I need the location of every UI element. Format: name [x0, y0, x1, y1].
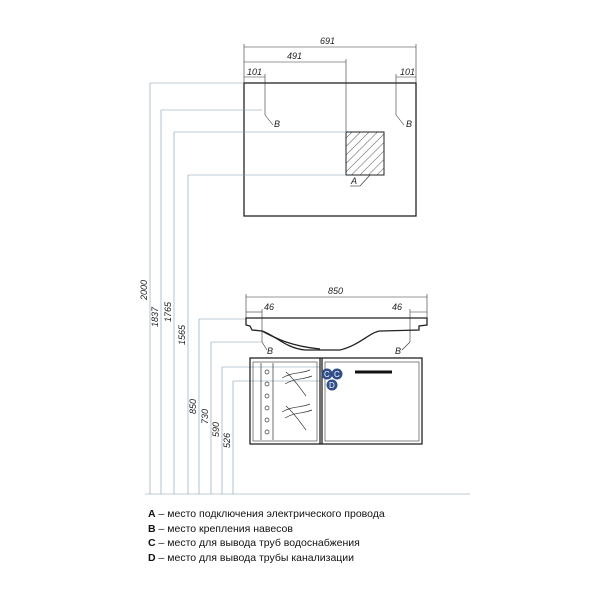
dim-height-730: 730 [200, 409, 210, 424]
marker-a: A [350, 176, 357, 186]
legend-item-a: A – место подключения электрического про… [148, 507, 385, 522]
dim-cabinet-right-margin: 46 [392, 302, 402, 312]
dim-height-1837: 1837 [150, 306, 160, 327]
legend-text: – место для вывода труб водоснабжения [155, 537, 360, 549]
marker-b-cabinet-right: B [395, 346, 401, 356]
marker-b-mirror-left: B [274, 119, 280, 129]
dim-mirror-width: 691 [320, 36, 335, 46]
dim-height-590: 590 [211, 422, 221, 437]
legend-text: – место для вывода трубы канализации [155, 551, 355, 564]
legend-item-b: B – место крепления навесов [148, 522, 385, 537]
marker-d-dot [326, 379, 338, 391]
sink-basin [261, 330, 321, 350]
marker-c-right: C [334, 370, 340, 379]
dim-height-1765: 1765 [163, 301, 173, 322]
legend-text: – место крепления навесов [155, 522, 293, 535]
marker-d: D [329, 381, 335, 390]
legend-key: A [148, 508, 156, 520]
marker-b-mirror-right: B [406, 119, 412, 129]
dim-cabinet-width: 850 [328, 286, 343, 296]
cabinet-view: 850 46 B 46 B [245, 286, 428, 445]
dim-mirror-left-margin: 101 [247, 67, 262, 77]
legend-item-c: C – место для вывода труб водоснабжения [148, 536, 385, 551]
legend-key: C [148, 537, 156, 549]
height-guides [145, 82, 470, 495]
dim-height-2000: 2000 [139, 280, 149, 301]
open-shelf-section [252, 361, 318, 442]
dim-mirror-offset: 491 [287, 51, 302, 61]
mirror-view: 691 491 101 B 101 B A [243, 36, 417, 217]
mirror-outline [243, 82, 417, 217]
cabinet-body [249, 357, 423, 445]
height-labels: 2000 1837 1765 1565 850 730 590 526 [139, 280, 232, 448]
dim-cabinet-left-margin: 46 [264, 302, 274, 312]
legend-key: D [148, 551, 156, 564]
marker-c-left-dot [321, 368, 333, 380]
dim-height-526: 526 [222, 433, 232, 448]
legend-key: B [148, 522, 156, 535]
door-panel [324, 361, 420, 442]
marker-c-right-dot [331, 368, 343, 380]
dim-mirror-right-margin: 101 [400, 67, 415, 77]
legend: A – место подключения электрического про… [148, 507, 385, 565]
dim-height-850: 850 [188, 399, 198, 414]
marker-b-cabinet-left: B [267, 346, 273, 356]
dim-height-1565: 1565 [177, 324, 187, 345]
decor-pattern [260, 363, 313, 440]
legend-text: – место подключения электрического прово… [155, 508, 385, 520]
marker-c-left: C [324, 370, 330, 379]
socket-area-a [345, 131, 385, 176]
legend-item-d: D – место для вывода трубы канализации [148, 551, 385, 566]
